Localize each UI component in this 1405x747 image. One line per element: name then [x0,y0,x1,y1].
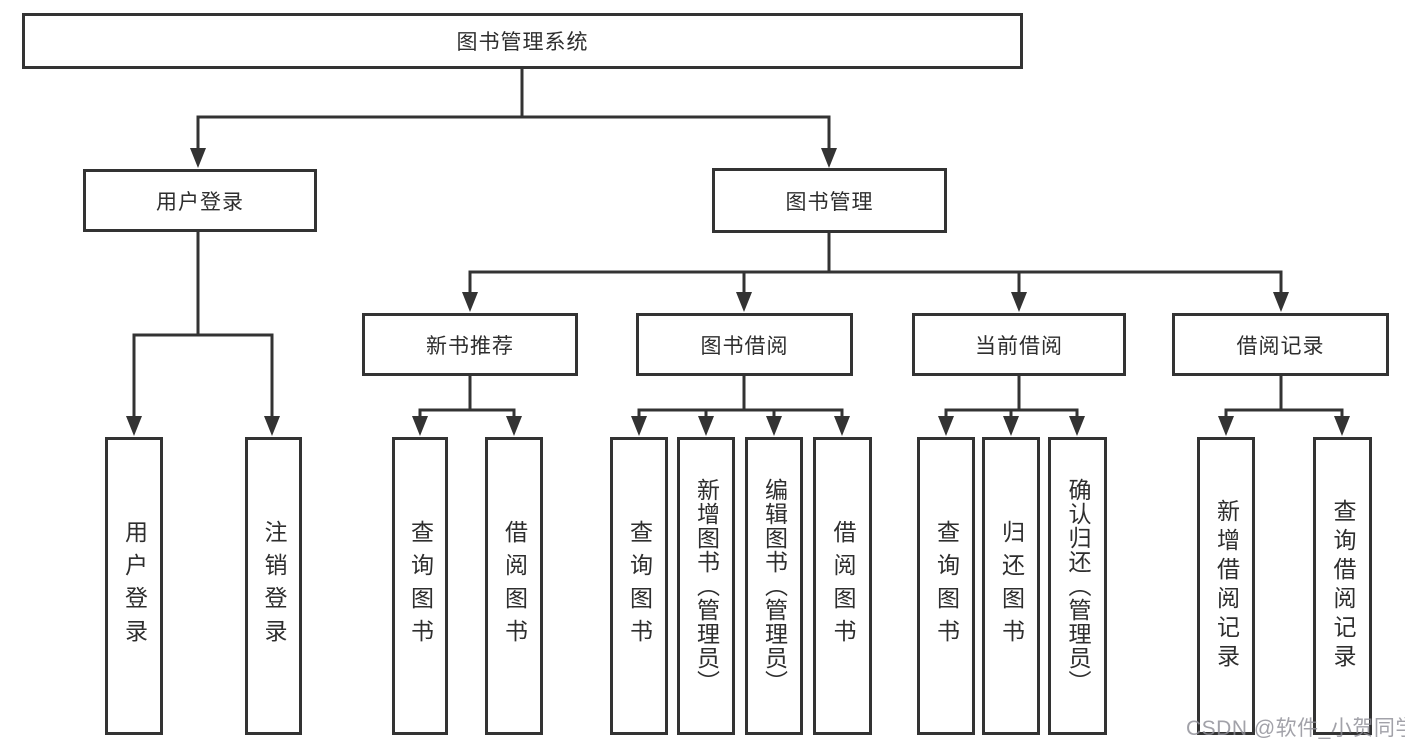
leaf-query-books-current: 查询图书 [917,437,975,735]
node-current-borrowing: 当前借阅 [912,313,1126,376]
arrowhead-icon [1003,416,1019,436]
node-book-borrowing: 图书借阅 [636,313,853,376]
leaf-return-books: 归还图书 [982,437,1040,735]
arrowhead-icon [412,416,428,436]
csdn-watermark: CSDN @软件_小贺同学 [1186,717,1405,740]
connector-line [132,67,1344,420]
leaf-query-borrow-record: 查询借阅记录 [1313,437,1372,735]
arrowhead-icon [821,148,837,168]
leaf-query-books-borrow: 查询图书 [610,437,668,735]
leaf-query-books-recommend: 查询图书 [392,437,448,735]
arrowhead-icon [834,416,850,436]
arrowhead-icon [1069,416,1085,436]
node-borrow-records: 借阅记录 [1172,313,1389,376]
node-user-login: 用户登录 [83,169,317,232]
arrowhead-icon [698,416,714,436]
arrowhead-icon [736,292,752,312]
leaf-logout: 注销登录 [245,437,302,735]
leaf-borrow-books: 借阅图书 [813,437,872,735]
arrowhead-icon [1011,292,1027,312]
arrowhead-icon [1334,416,1350,436]
leaf-borrow-books-recommend: 借阅图书 [485,437,543,735]
arrowhead-icon [264,416,280,436]
node-book-management: 图书管理 [712,168,947,233]
arrowhead-icon [190,148,206,168]
leaf-add-borrow-record: 新增借阅记录 [1197,437,1255,735]
leaf-user-login: 用户登录 [105,437,163,735]
arrowhead-icon [1273,292,1289,312]
node-library-system: 图书管理系统 [22,13,1023,69]
arrowhead-icon [462,292,478,312]
leaf-add-books-admin: 新增图书（管理员） [677,437,735,735]
arrowhead-icon [631,416,647,436]
arrowhead-icon [766,416,782,436]
leaf-edit-books-admin: 编辑图书（管理员） [745,437,803,735]
arrowhead-icon [938,416,954,436]
arrowhead-icon [506,416,522,436]
arrowhead-icon [126,416,142,436]
node-new-book-recommend: 新书推荐 [362,313,578,376]
arrowhead-icon [1218,416,1234,436]
leaf-confirm-return-admin: 确认归还（管理员） [1048,437,1107,735]
